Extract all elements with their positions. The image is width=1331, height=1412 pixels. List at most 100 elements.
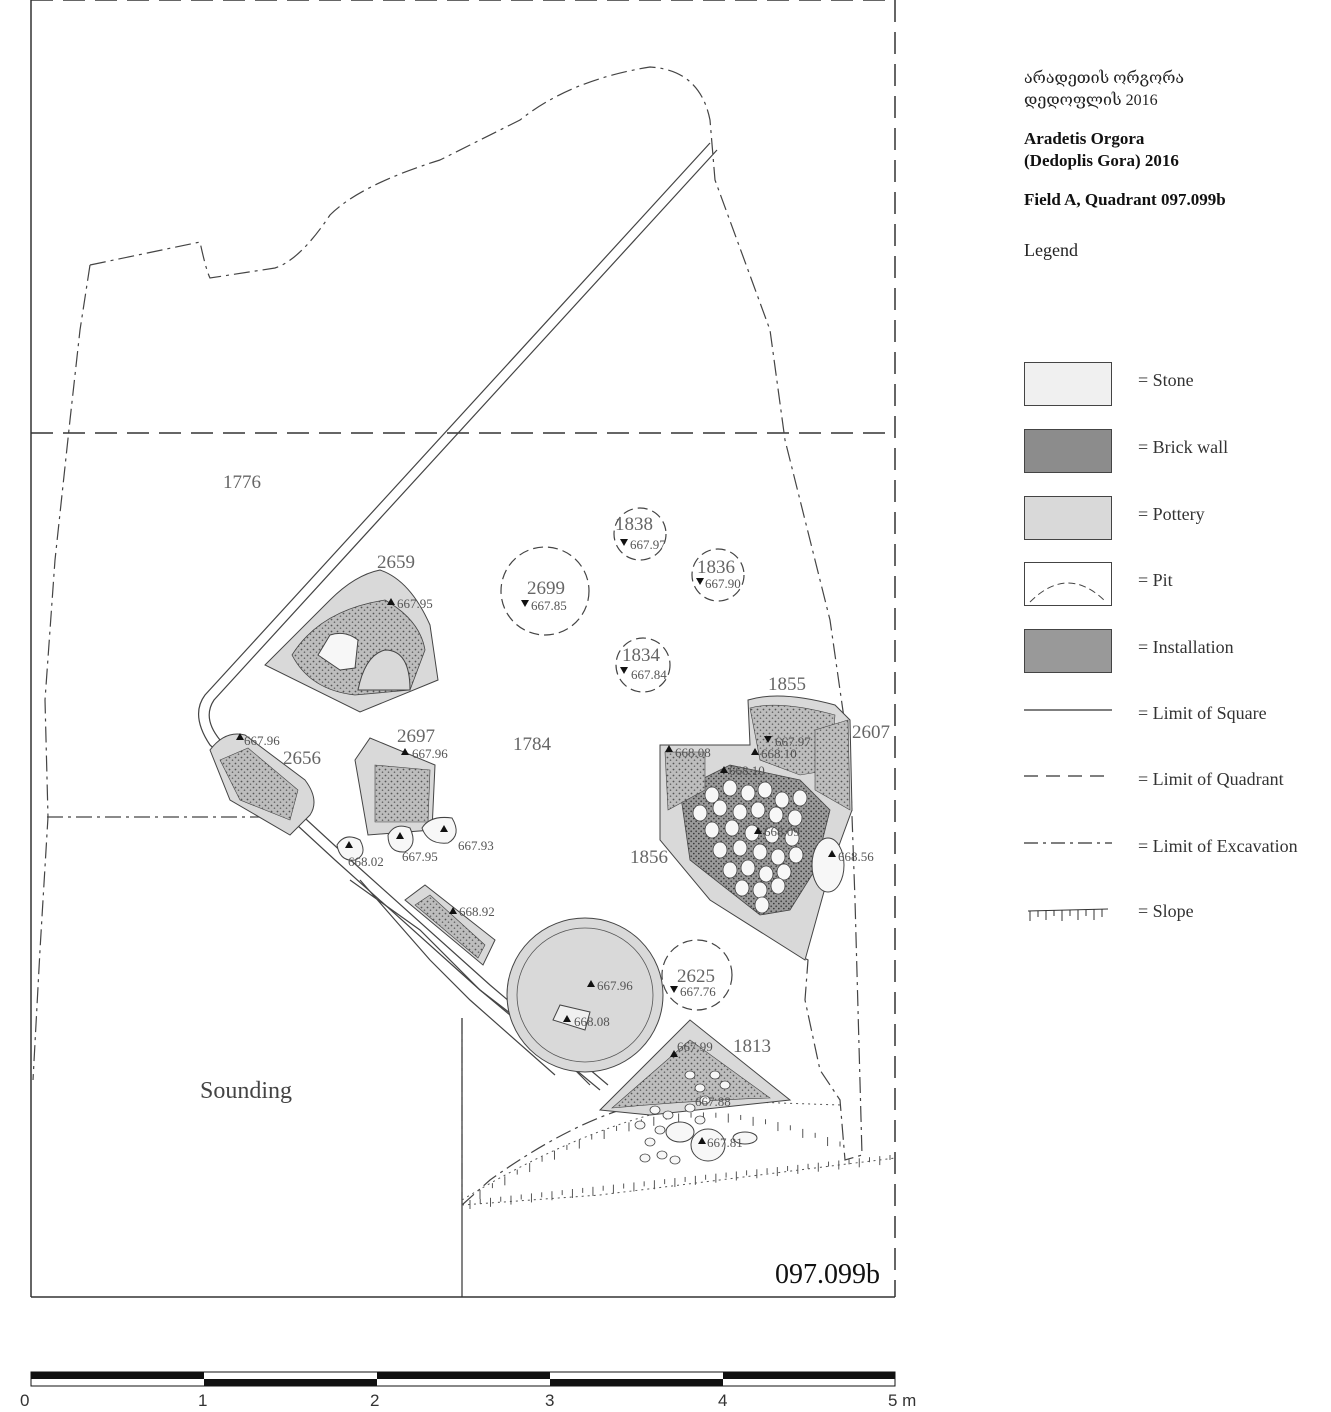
stone (757, 781, 773, 799)
stone (758, 865, 774, 883)
pit-1838 (613, 507, 667, 561)
elevation-label: 667.81 (707, 1135, 743, 1150)
elevation-label: 667.97 (630, 537, 666, 552)
feature-2656b (404, 884, 496, 966)
elevation-up-marker (751, 748, 759, 755)
stone (684, 1070, 696, 1080)
legend-label: = Limit of Quadrant (1138, 769, 1284, 789)
legend-heading: Legend (1024, 240, 1078, 260)
stone (787, 809, 803, 827)
label-1834: 1834 (622, 645, 661, 666)
stone (712, 799, 728, 817)
elevation-up-marker (665, 745, 673, 752)
label-2656: 2656 (283, 748, 321, 769)
elevation-down-marker (521, 600, 529, 607)
stone (709, 1070, 721, 1080)
stone (704, 786, 720, 804)
quadrant-id: 097.099b (775, 1259, 880, 1290)
pit-2625 (661, 939, 733, 1011)
label-1855: 1855 (768, 674, 806, 695)
stone (719, 1080, 731, 1090)
small-stones (336, 817, 758, 1162)
elevation-label: 667.99 (677, 1039, 713, 1054)
legend-list: = Stone = Brick wall = Pottery = Pit = I… (1024, 362, 1324, 932)
stone (764, 826, 780, 844)
legend-label: = Limit of Square (1138, 703, 1267, 723)
slope-stones (634, 1070, 731, 1165)
elevation-label: 667.95 (397, 596, 433, 611)
elevation-label: 668.92 (459, 904, 495, 919)
elevation-up-marker (401, 748, 409, 755)
georgian-title-line1: არადეთის ორგორა (1024, 70, 1185, 87)
stone (732, 803, 748, 821)
field-quadrant-title: Field A, Quadrant 097.099b (1024, 190, 1226, 209)
elevation-label: 668.02 (348, 854, 384, 869)
feature-2697 (354, 737, 436, 836)
elevation-up-marker (449, 907, 457, 914)
elevation-markers (236, 539, 836, 1144)
feature-2656 (209, 733, 315, 836)
limit-of-excavation (32, 66, 863, 1206)
elevation-label: 668.10 (729, 763, 765, 778)
stone (712, 841, 728, 859)
legend-item-installation: = Installation (1024, 629, 1324, 675)
scale-label: 2 (370, 1391, 379, 1410)
elevation-up-marker (698, 1137, 706, 1144)
stone (694, 1083, 706, 1093)
elevation-down-marker (670, 986, 678, 993)
scale-label: 4 (718, 1391, 727, 1410)
stone (774, 791, 790, 809)
elevation-label: 667.76 (680, 984, 716, 999)
elevation-up-marker (387, 598, 395, 605)
dash-dot-line-icon (1024, 842, 1112, 844)
label-2659: 2659 (377, 552, 415, 573)
label-2697: 2697 (397, 726, 435, 747)
stone (734, 879, 750, 897)
legend-label: = Pottery (1138, 504, 1205, 524)
elevation-up-marker (440, 825, 448, 832)
elevation-up-marker (563, 1015, 571, 1022)
elevation-label: 667.93 (458, 838, 494, 853)
pit-1834 (615, 637, 671, 693)
elevation-label: 667.84 (631, 667, 667, 682)
elevation-label: 667.96 (597, 978, 633, 993)
elevation-label: 667.96 (412, 746, 448, 761)
legend-label: = Stone (1138, 370, 1194, 390)
scale-label: 1 (198, 1391, 207, 1410)
stone (770, 877, 786, 895)
elevation-up-marker (670, 1050, 678, 1057)
stone (692, 804, 708, 822)
legend-item-pit: = Pit (1024, 562, 1324, 608)
legend-item-limit-of-square: = Limit of Square (1024, 695, 1324, 741)
sounding-boundary (47, 816, 463, 1200)
pits (500, 507, 745, 1011)
elevation-down-marker (696, 578, 704, 585)
legend-label: = Limit of Excavation (1138, 836, 1298, 856)
legend-item-limit-of-quadrant: = Limit of Quadrant (1024, 761, 1324, 807)
legend-label: = Slope (1138, 901, 1194, 921)
dashed-line-icon (1024, 775, 1112, 777)
legend-label: = Pit (1138, 570, 1173, 590)
stone (752, 843, 768, 861)
elevation-labels: 667.95 667.85 667.97 667.90 667.84 667.9… (244, 537, 874, 1150)
legend-item-brick-wall: = Brick wall (1024, 429, 1324, 475)
elevation-up-marker (720, 766, 728, 773)
stone (740, 784, 756, 802)
pit-1836 (691, 548, 745, 602)
elevation-label: 667.96 (244, 733, 280, 748)
installation-swatch-icon (1024, 629, 1112, 673)
label-2607: 2607 (852, 722, 890, 743)
brick-wall-swatch-icon (1024, 429, 1112, 473)
label-2699: 2699 (527, 578, 565, 599)
elevation-label: 667.97 (775, 734, 811, 749)
quadrant-frame (30, 0, 896, 1298)
legend-item-limit-of-excavation: = Limit of Excavation (1024, 828, 1324, 874)
legend-label: = Brick wall (1138, 437, 1229, 457)
legend-item-slope: = Slope (1024, 893, 1324, 939)
stone (776, 863, 792, 881)
slope-ticks-icon (1027, 908, 1109, 921)
elevation-label: 667.85 (531, 598, 567, 613)
stone (752, 881, 768, 899)
elevation-label: 667.90 (705, 576, 741, 591)
